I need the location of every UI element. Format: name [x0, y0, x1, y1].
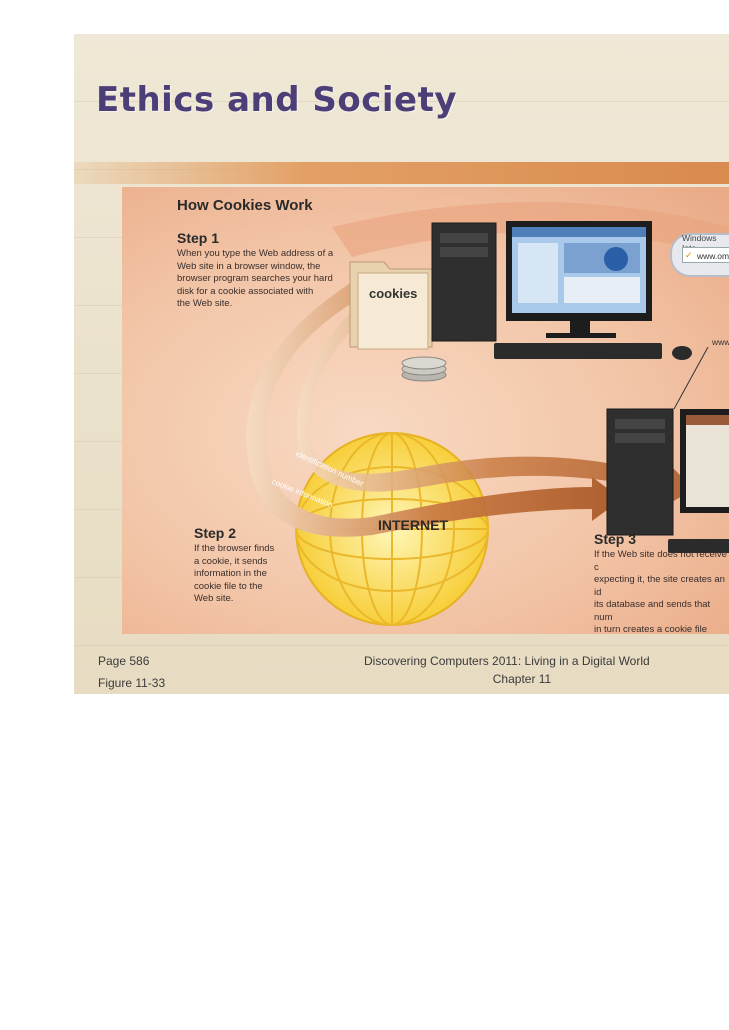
- footer-chapter: Chapter 11: [492, 672, 552, 686]
- disk-stack-icon: [401, 356, 447, 382]
- step1-heading: Step 1: [177, 230, 220, 246]
- internet-label: INTERNET: [378, 517, 448, 533]
- footer-page: Page 586: [98, 654, 150, 668]
- www-label: www: [712, 337, 729, 347]
- cookie-information-arrow: [246, 282, 622, 537]
- browser-address-field: www.om: [682, 247, 729, 263]
- cookies-label: cookies: [369, 286, 418, 301]
- step3-text: If the Web site does not receive c expec…: [594, 549, 727, 634]
- ie-logo-icon: ✓: [685, 250, 693, 260]
- title-divider-band: [74, 162, 729, 184]
- step2-text: If the browser finds a cookie, it sends …: [194, 543, 275, 604]
- step2-heading: Step 2: [194, 525, 237, 541]
- footer-book-title: Discovering Computers 2011: Living in a …: [364, 654, 650, 668]
- slide: Ethics and Society: [74, 34, 729, 694]
- user-computer-icon: [431, 221, 692, 360]
- figure-title: How Cookies Work: [177, 197, 313, 214]
- web-server-computer-icon: [606, 408, 729, 553]
- cookies-folder-icon: [349, 261, 433, 350]
- slide-title: Ethics and Society: [96, 80, 458, 120]
- footer-figure: Figure 11-33: [98, 676, 166, 690]
- step3-heading: Step 3: [594, 531, 637, 547]
- cookies-figure: How Cookies Work Step 1 When you type th…: [122, 187, 729, 634]
- step1-text: When you type the Web address of a Web s…: [177, 248, 334, 309]
- figure-illustration: [246, 202, 729, 626]
